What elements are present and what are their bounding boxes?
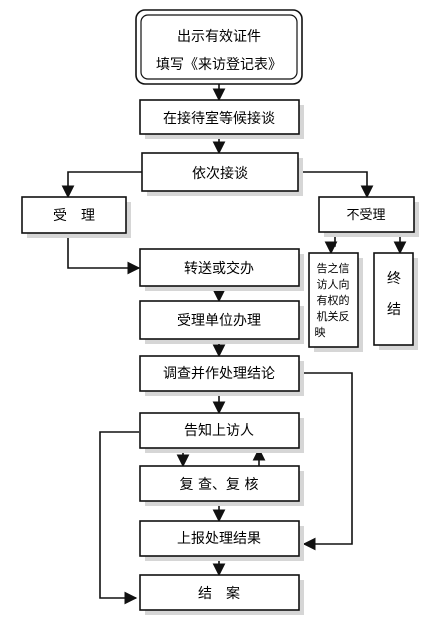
notify-row-1: 告之信 <box>317 261 350 275</box>
reject-text: 不受理 <box>346 208 385 223</box>
step-review: 复 查、复 核 <box>139 465 304 506</box>
step-start: 出示有效证件 填写《来访登记表》 <box>135 9 303 85</box>
inform-text: 告知上访人 <box>184 422 254 439</box>
report-text: 上报处理结果 <box>177 531 261 547</box>
step-accept: 受 理 <box>21 196 131 238</box>
arrow-inform-to-close <box>99 431 139 605</box>
step-transfer: 转送或交办 <box>139 248 304 291</box>
handle-text: 受理单位办理 <box>177 313 261 329</box>
notify-row-3: 有权的 <box>317 293 350 307</box>
step-reject: 不受理 <box>318 196 419 237</box>
arrow-accept-to-transfer <box>67 238 141 275</box>
step-inform: 告知上访人 <box>139 412 304 453</box>
step-handle: 受理单位办理 <box>139 300 304 344</box>
arrow-interview-to-accept <box>61 171 142 199</box>
step-end: 终 结 终 结 <box>373 252 418 350</box>
accept-text: 受 理 <box>53 208 95 224</box>
start-box-inner <box>140 14 298 80</box>
start-line1-text: 出示有效证件 <box>177 29 261 45</box>
step-investigate: 调查并作处理结论 <box>139 355 304 396</box>
transfer-text: 转送或交办 <box>184 260 254 277</box>
wait-text: 在接待室等候接谈 <box>163 110 275 127</box>
step-report: 上报处理结果 <box>139 520 304 561</box>
close-text: 结 案 <box>198 585 240 602</box>
step-close: 结 案 <box>139 574 304 615</box>
arrow-investigate-to-report <box>298 372 353 551</box>
investigate-text: 调查并作处理结论 <box>163 366 275 382</box>
arrow-reject-to-notify <box>324 232 338 255</box>
step-interview: 依次接谈 <box>141 152 303 196</box>
notify-row-5: 映 <box>315 326 326 339</box>
end-text-1: 终 <box>387 271 401 287</box>
step-notify: 告之信 访人向 有权的 机关反 映 <box>308 252 363 352</box>
end-text-2: 结 <box>387 302 401 318</box>
notify-row-4: 机关反 <box>317 309 350 323</box>
notify-row-2: 访人向 <box>317 277 350 291</box>
step-wait: 在接待室等候接谈 <box>139 99 304 139</box>
interview-text: 依次接谈 <box>192 165 248 182</box>
review-text: 复 查、复 核 <box>180 476 259 493</box>
start-line2-text: 填写《来访登记表》 <box>156 57 282 73</box>
arrow-interview-to-reject <box>298 171 374 199</box>
